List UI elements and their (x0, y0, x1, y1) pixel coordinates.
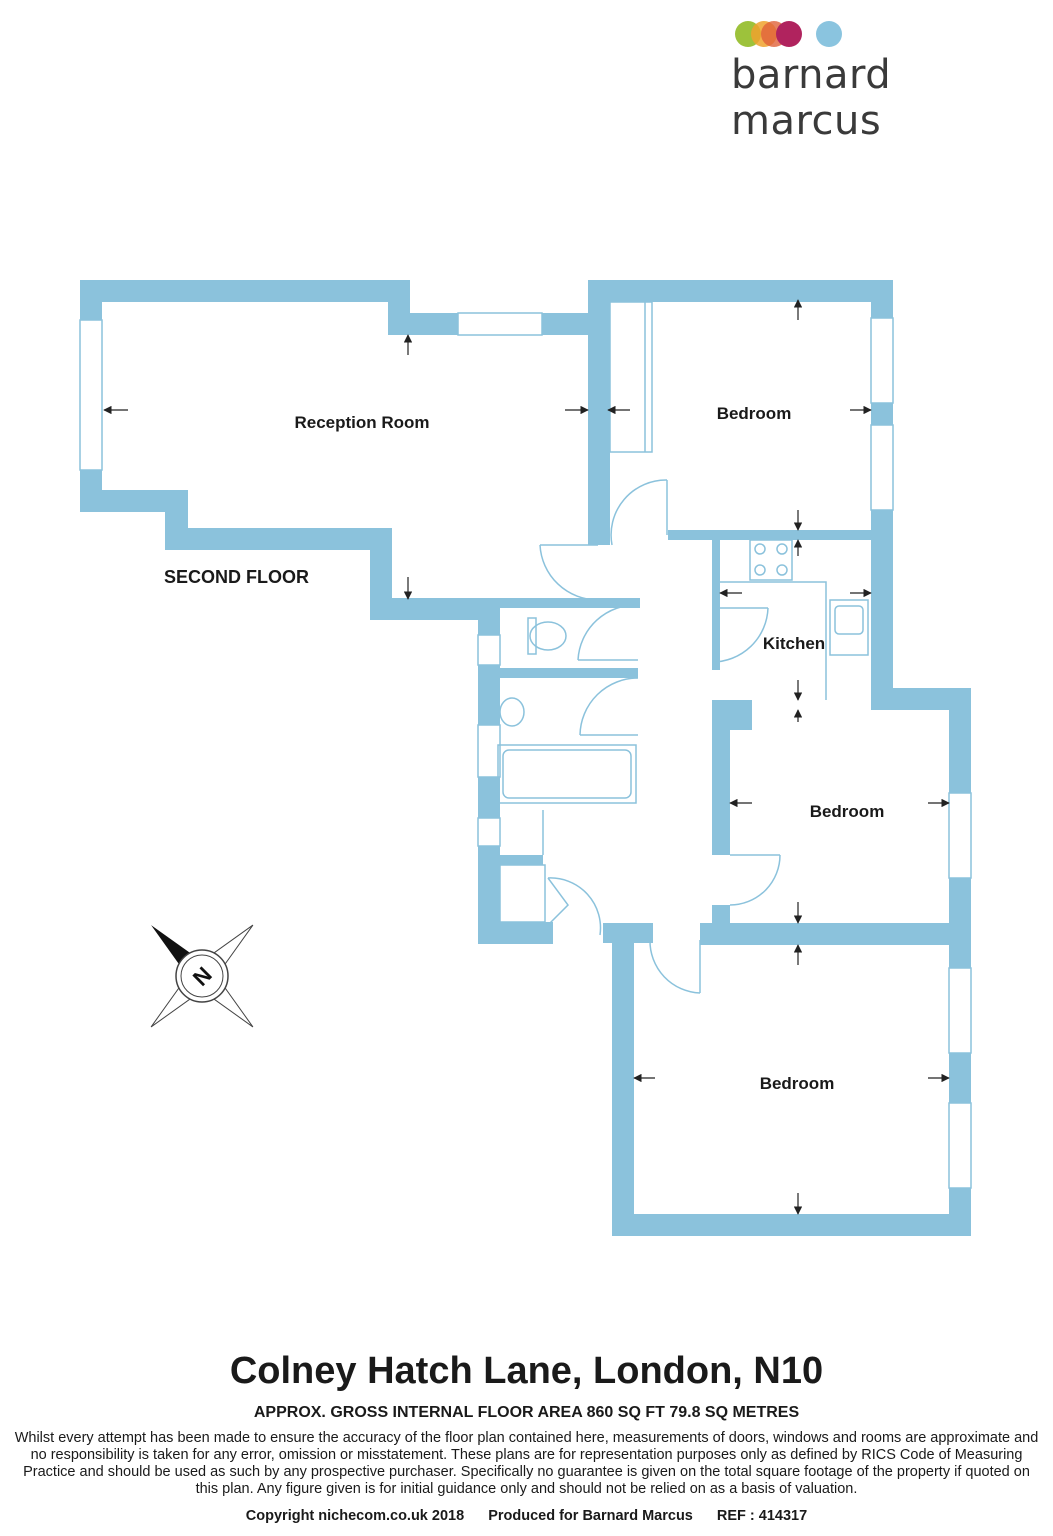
room-label-bedroom-3: Bedroom (760, 1074, 835, 1093)
dimension-arrows (103, 299, 950, 1215)
floor-label: SECOND FLOOR (164, 567, 309, 587)
floor-area: APPROX. GROSS INTERNAL FLOOR AREA 860 SQ… (253, 1404, 800, 1421)
room-label-kitchen: Kitchen (763, 634, 825, 653)
property-title: Colney Hatch Lane, London, N10 (229, 1350, 824, 1392)
reference-number: REF : 414317 (716, 1508, 808, 1524)
room-label-bedroom-2: Bedroom (810, 802, 885, 821)
brand-name: barnard marcus (731, 52, 892, 144)
compass-rose-icon: N (150, 924, 254, 1028)
room-label-reception: Reception Room (294, 413, 429, 432)
room-label-bedroom-1: Bedroom (717, 404, 792, 423)
windows (79, 312, 972, 1189)
walls (80, 280, 971, 1236)
brand-logo-dots (735, 21, 842, 47)
fittings (497, 301, 869, 923)
logo-dot-blue (816, 21, 842, 47)
copyright-text: Copyright nichecom.co.uk 2018 (245, 1508, 465, 1524)
footer-credits: Copyright nichecom.co.uk 2018 Produced f… (0, 1508, 1053, 1524)
floor-plan: Reception Room Bedroom Kitchen Bedroom B… (79, 21, 972, 1236)
logo-dot-magenta (776, 21, 802, 47)
produced-for-text: Produced for Barnard Marcus (488, 1508, 693, 1524)
doors (539, 479, 781, 994)
disclaimer: Whilst every attempt has been made to en… (14, 1430, 1039, 1497)
